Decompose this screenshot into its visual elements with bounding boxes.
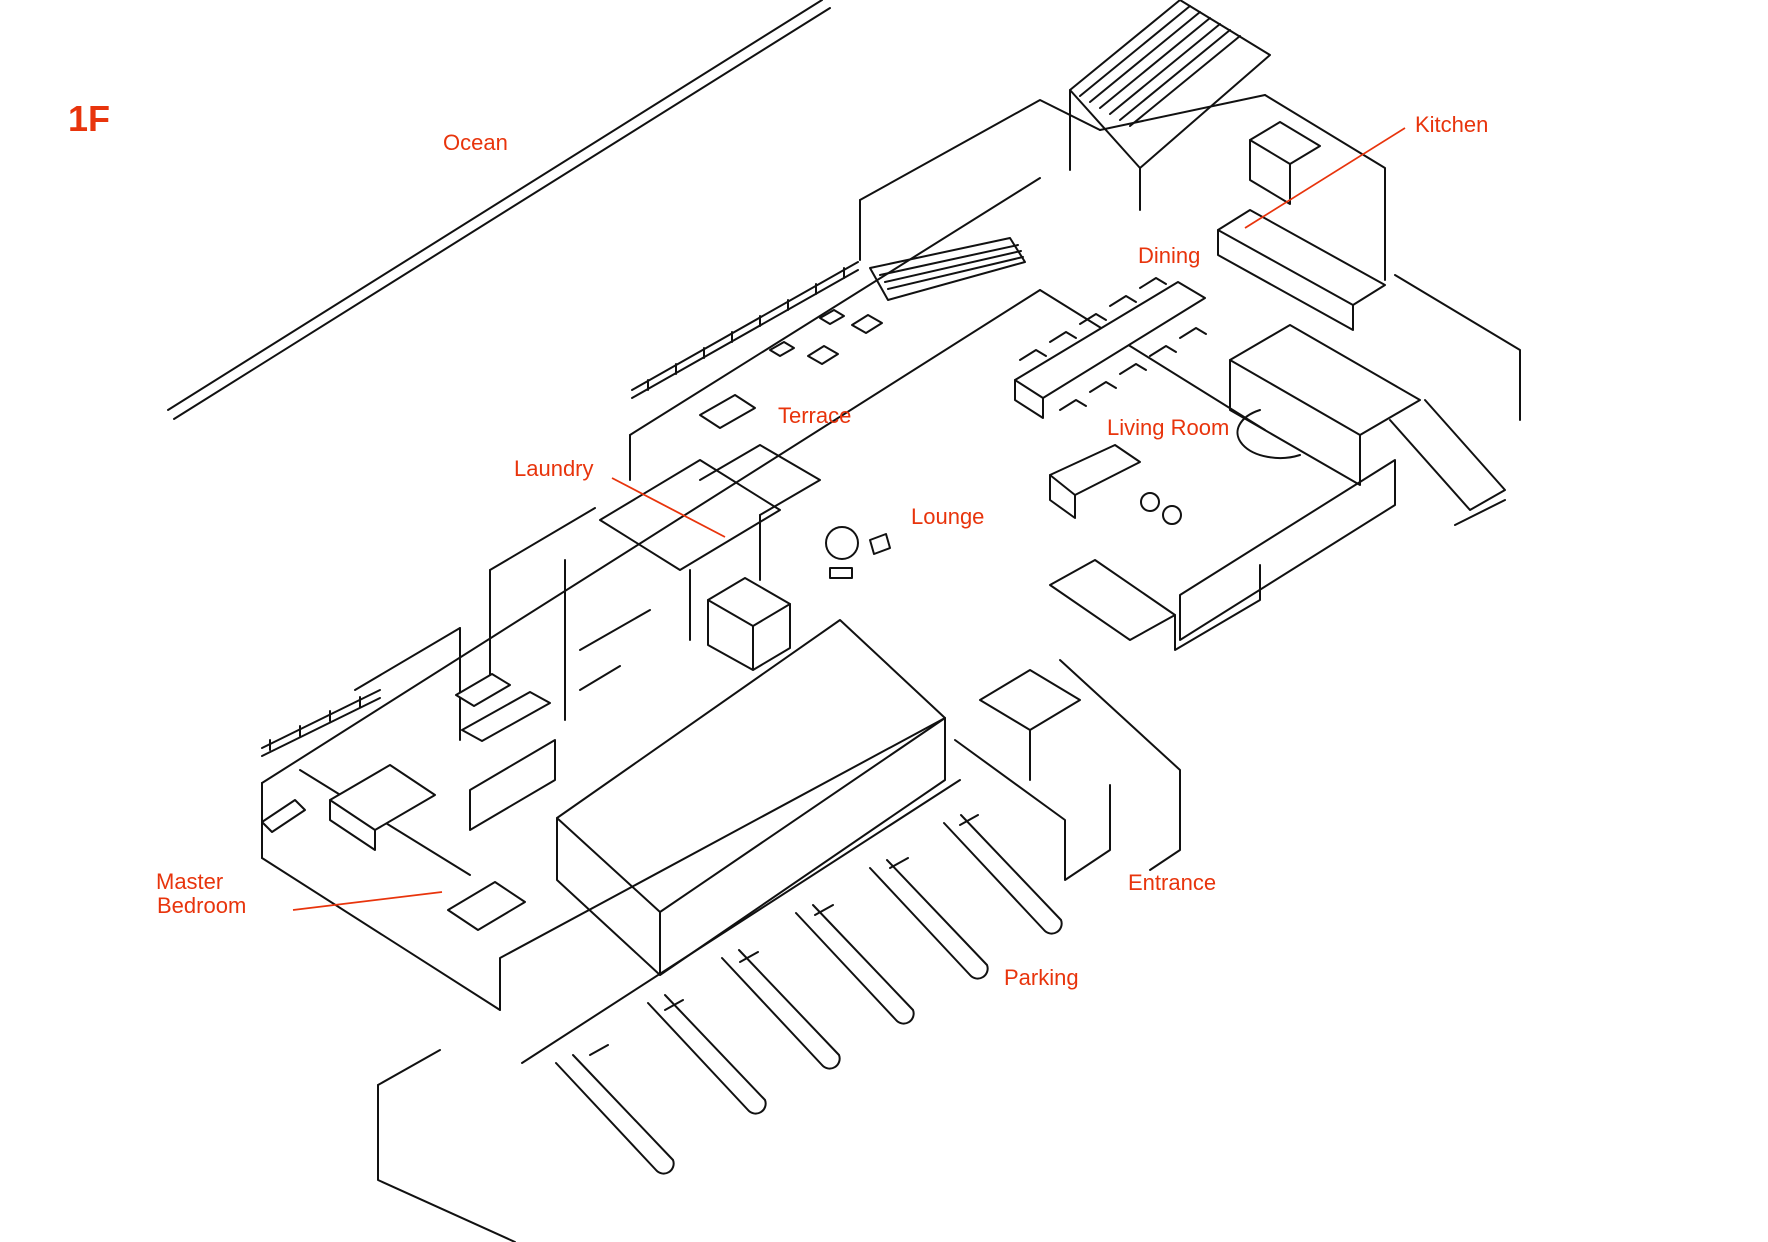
bedroom-wing bbox=[354, 507, 651, 831]
master-bedroom-label-line1: Master bbox=[156, 869, 223, 894]
living-room-sofa bbox=[1049, 444, 1182, 525]
living-fireplace bbox=[1229, 324, 1421, 486]
east-wall-and-pier bbox=[1179, 274, 1521, 641]
terrace-stairs bbox=[869, 237, 1026, 301]
living-room-label: Living Room bbox=[1107, 415, 1229, 440]
dining-table bbox=[1014, 277, 1207, 419]
laundry-label: Laundry bbox=[514, 456, 594, 481]
terrace-label: Terrace bbox=[778, 403, 851, 428]
ocean-label: Ocean bbox=[443, 130, 508, 155]
laundry-leader-line bbox=[611, 477, 726, 538]
kitchen-label: Kitchen bbox=[1415, 112, 1488, 137]
garage-block bbox=[499, 619, 961, 1064]
kitchen-counters bbox=[1217, 121, 1386, 331]
entrance-label: Entrance bbox=[1128, 870, 1216, 895]
kitchen-pavilion bbox=[1069, 0, 1386, 281]
master-bedroom-label-line2: Bedroom bbox=[157, 893, 246, 918]
north-wall bbox=[629, 99, 1101, 481]
lounge-label: Lounge bbox=[911, 504, 984, 529]
driveway bbox=[377, 1049, 516, 1242]
parking-label: Parking bbox=[1004, 965, 1079, 990]
master-bedroom-leader-line bbox=[292, 891, 443, 911]
main-floor-slab bbox=[261, 289, 1266, 1011]
ocean-shoreline bbox=[167, 0, 831, 420]
master-bedroom-room bbox=[261, 689, 526, 931]
dining-label: Dining bbox=[1138, 243, 1200, 268]
entrance-walls bbox=[954, 559, 1261, 881]
building-linework bbox=[167, 0, 1521, 1242]
terrace-railing bbox=[631, 261, 883, 429]
laundry-core bbox=[599, 444, 821, 671]
lounge-furniture bbox=[825, 526, 891, 579]
master-bedroom-label: Master Bedroom bbox=[156, 869, 246, 918]
parking-stalls bbox=[555, 814, 1063, 1175]
floor-label: 1F bbox=[68, 98, 110, 139]
kitchen-leader-line bbox=[1244, 127, 1406, 229]
